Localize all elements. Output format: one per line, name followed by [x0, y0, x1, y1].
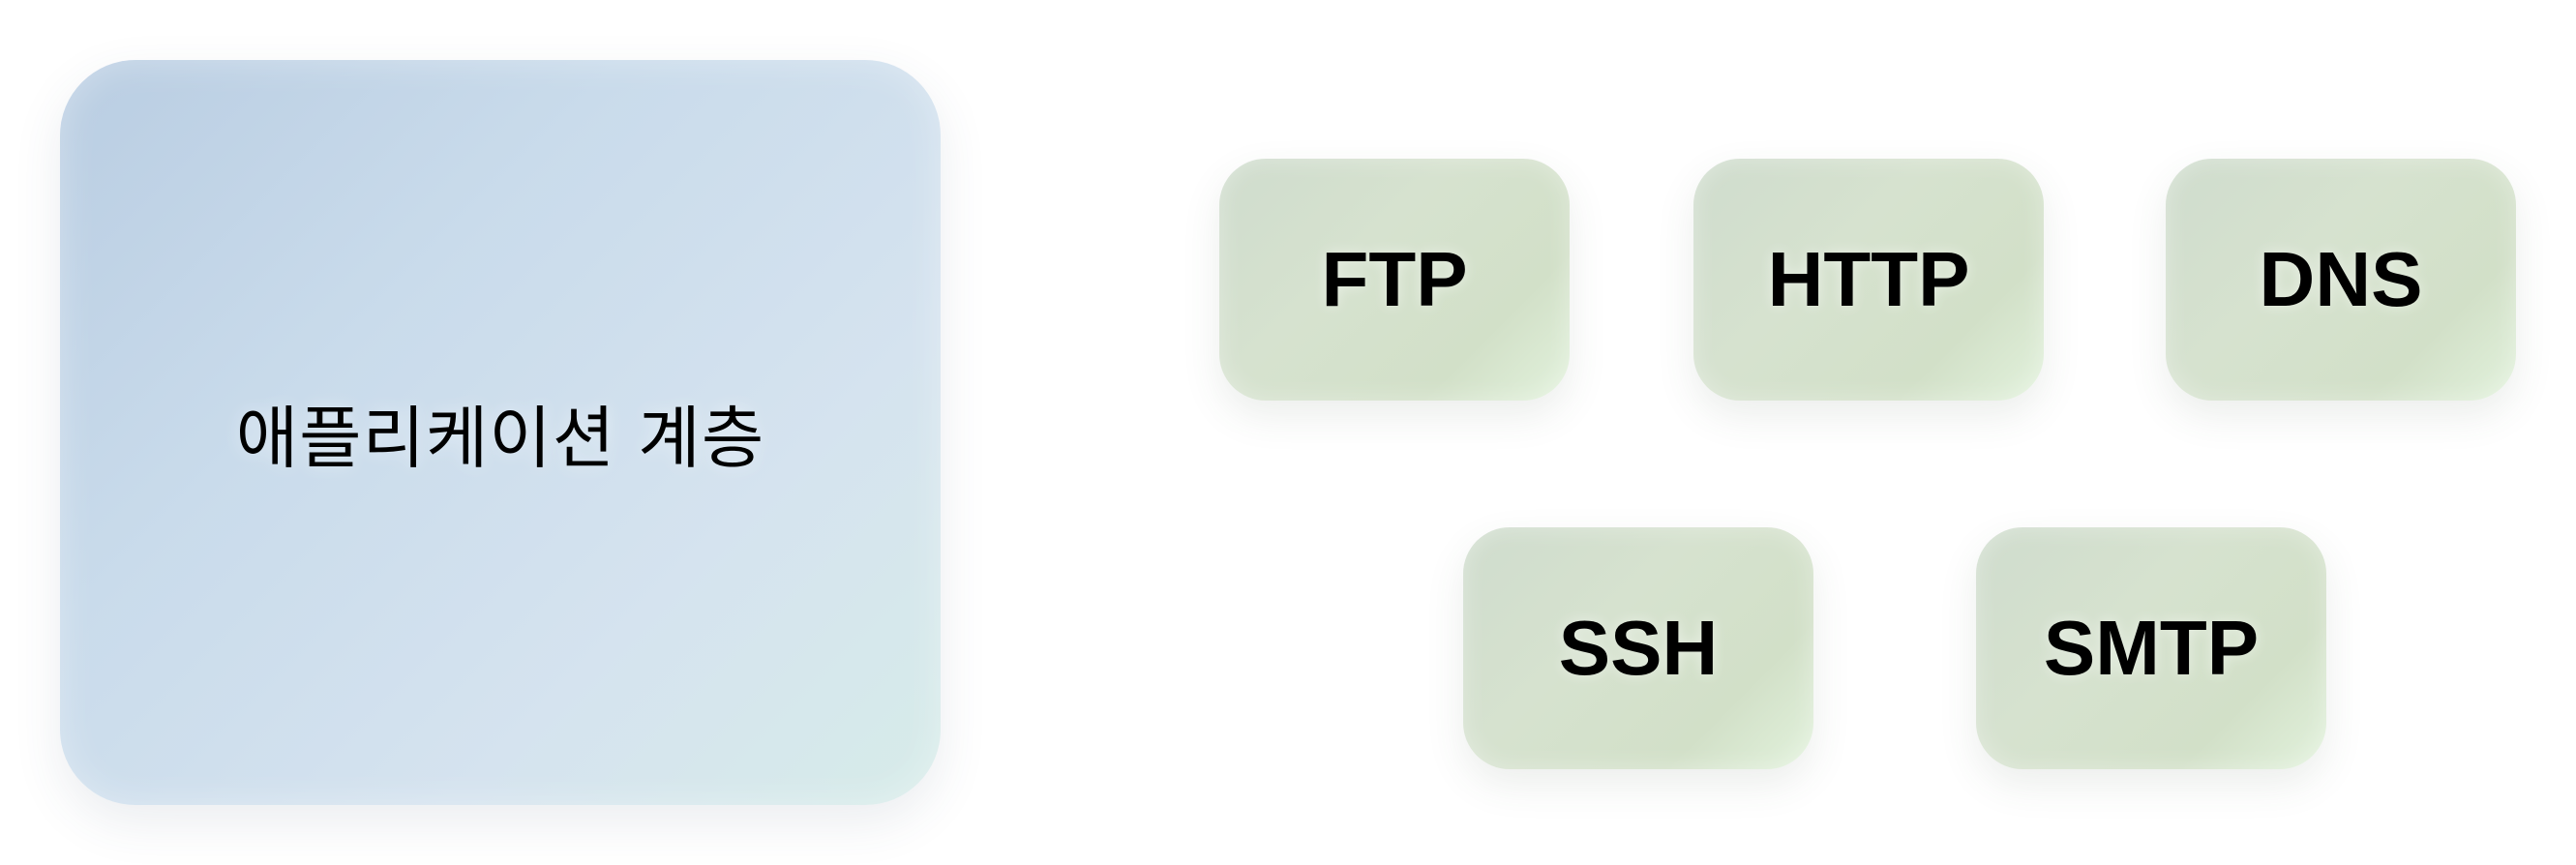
protocol-ssh-label: SSH	[1558, 605, 1719, 691]
protocol-dns-box: DNS	[2166, 159, 2516, 401]
application-layer-box: 애플리케이션 계층	[60, 60, 941, 805]
protocol-dns-label: DNS	[2259, 236, 2423, 322]
protocol-ssh-box: SSH	[1463, 527, 1813, 769]
protocol-http-box: HTTP	[1693, 159, 2044, 401]
protocol-smtp-box: SMTP	[1976, 527, 2326, 769]
application-layer-label: 애플리케이션 계층	[235, 398, 765, 478]
protocol-ftp-label: FTP	[1321, 236, 1468, 322]
protocol-smtp-label: SMTP	[2043, 605, 2260, 691]
protocol-ftp-box: FTP	[1219, 159, 1570, 401]
protocol-http-label: HTTP	[1767, 236, 1970, 322]
